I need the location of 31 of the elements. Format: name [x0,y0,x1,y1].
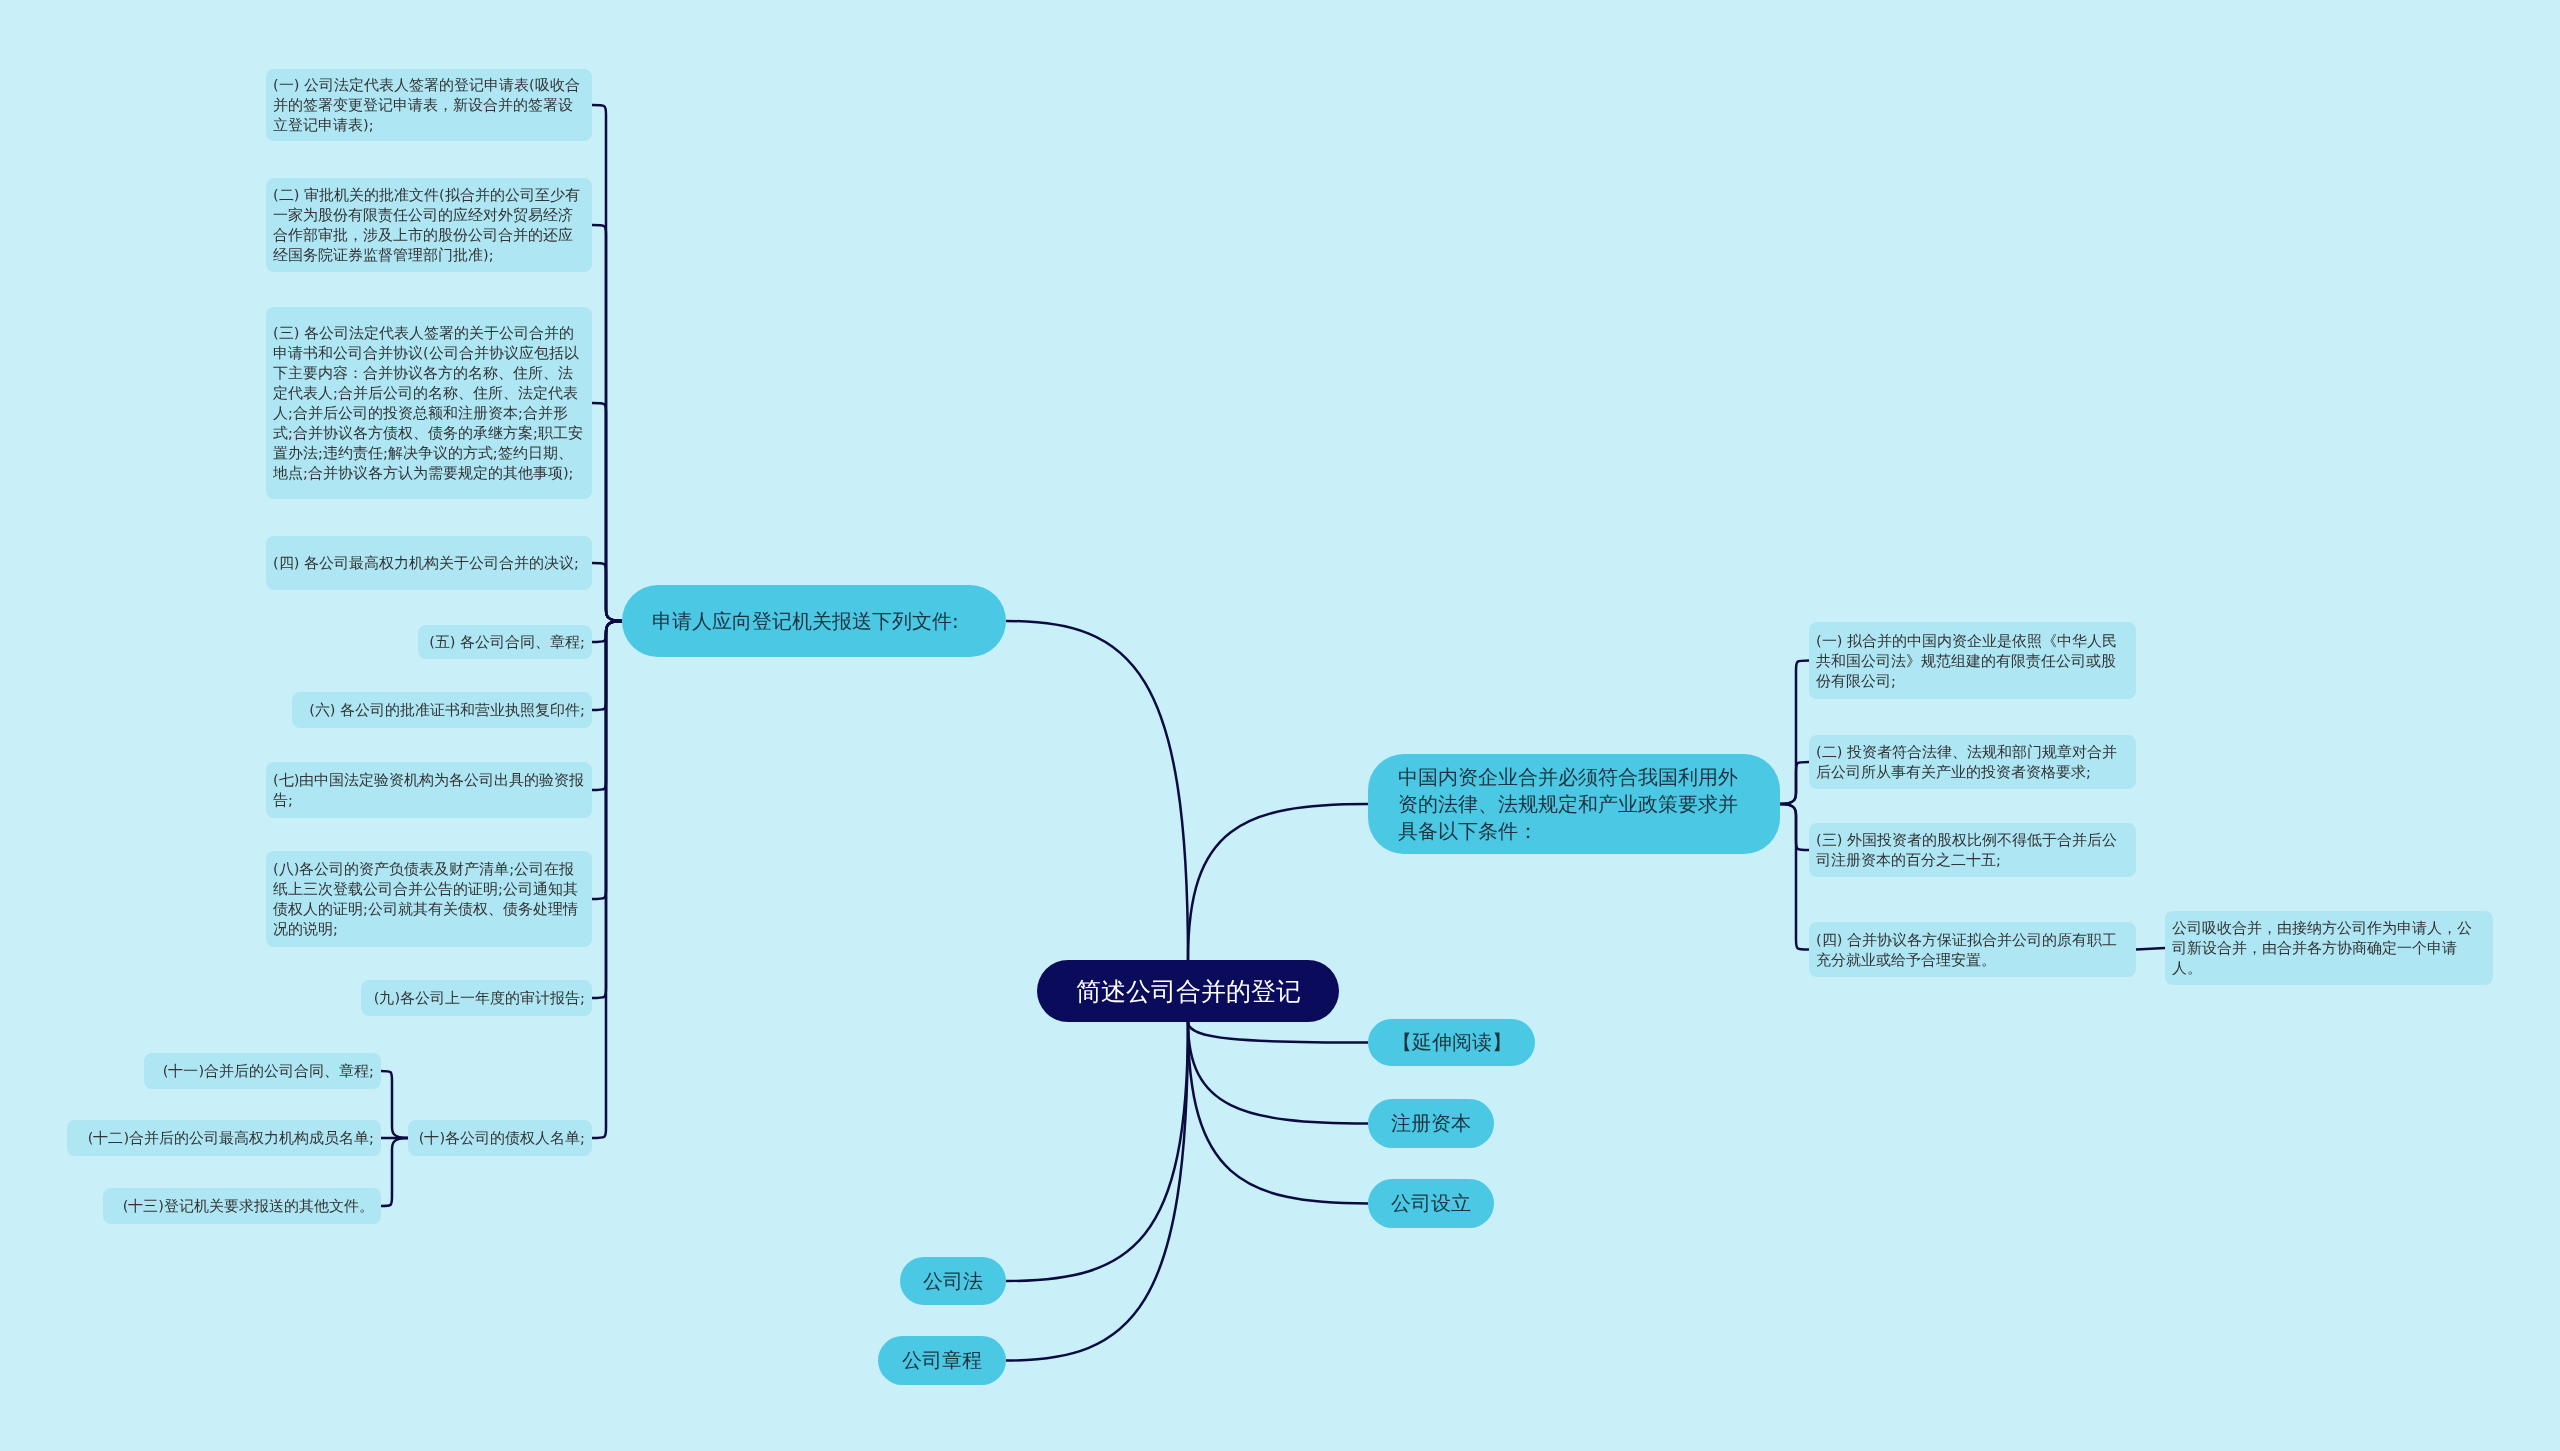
topic-pill: 公司章程 [878,1336,1006,1385]
topic-pill: 申请人应向登记机关报送下列文件: [622,585,1006,657]
connector-line [1005,1021,1190,1362]
note-card: (九)各公司上一年度的审计报告; [361,980,592,1016]
note-card: (四) 合并协议各方保证拟合并公司的原有职工充分就业或给予合理安置。 [1809,922,2136,977]
note-card: (二) 审批机关的批准文件(拟合并的公司至少有一家为股份有限责任公司的应经对外贸易经济合作部审批，涉及上市的股份公司合并的还应经国务院证券监督管理部门批准); [266,178,592,272]
note-card: (十三)登记机关要求报送的其他文件。 [103,1188,381,1224]
note-card: 公司吸收合并，由接纳方公司作为申请人，公司新设合并，由合并各方协商确定一个申请人。 [2165,911,2493,985]
note-card: (二) 投资者符合法律、法规和部门规章对合并后公司所从事有关产业的投资者资格要求; [1809,735,2136,789]
note-card: (十一)合并后的公司合同、章程; [144,1053,381,1089]
note-card: (十二)合并后的公司最高权力机构成员名单; [67,1120,381,1156]
connector-line [1186,802,1369,961]
topic-pill: 公司法 [900,1257,1006,1305]
connector-line [2135,946,2166,951]
topic-pill: 注册资本 [1368,1099,1494,1148]
topic-pill: 公司设立 [1368,1179,1494,1228]
note-card: (八)各公司的资产负债表及财产清单;公司在报纸上三次登载公司合并公告的证明;公司通知其债权人的证明;公司就其有关债权、债务处理情况的说明; [266,851,592,947]
note-card: (五) 各公司合同、章程; [418,625,592,659]
note-card: (四) 各公司最高权力机构关于公司合并的决议; [266,536,592,590]
note-card: (十)各公司的债权人名单; [408,1120,592,1156]
central-topic: 简述公司合并的登记 [1037,960,1339,1022]
connector-line [1779,802,1809,951]
note-card: (六) 各公司的批准证书和营业执照复印件; [292,692,592,728]
note-card: (七)由中国法定验资机构为各公司出具的验资报告; [266,762,592,818]
topic-pill: 中国内资企业合并必须符合我国利用外资的法律、法规规定和产业政策要求并具备以下条件： [1368,754,1780,854]
note-card: (三) 各公司法定代表人签署的关于公司合并的申请书和公司合并协议(公司合并协议应包括以下主要内容：合并协议各方的名称、住所、法定代表人;合并后公司的名称、住所、法定代表人;合并后公司的投资总额和注册资本;合并形式;合并协议各方债权、债务的承继方案;职工安置办法;违约责任;解决争议的方式;签约日期、地点;合并协议各方认为需要规定的其他事项); [266,307,592,499]
connector-line [1186,1021,1368,1044]
topic-pill: 【延伸阅读】 [1368,1019,1535,1066]
note-card: (三) 外国投资者的股权比例不得低于合并后公司注册资本的百分之二十五; [1809,823,2136,877]
note-card: (一) 公司法定代表人签署的登记申请表(吸收合并的签署变更登记申请表，新设合并的签署设立登记申请表); [266,69,592,141]
note-card: (一) 拟合并的中国内资企业是依照《中华人民共和国公司法》规范组建的有限责任公司或股份有限公司; [1809,622,2136,699]
